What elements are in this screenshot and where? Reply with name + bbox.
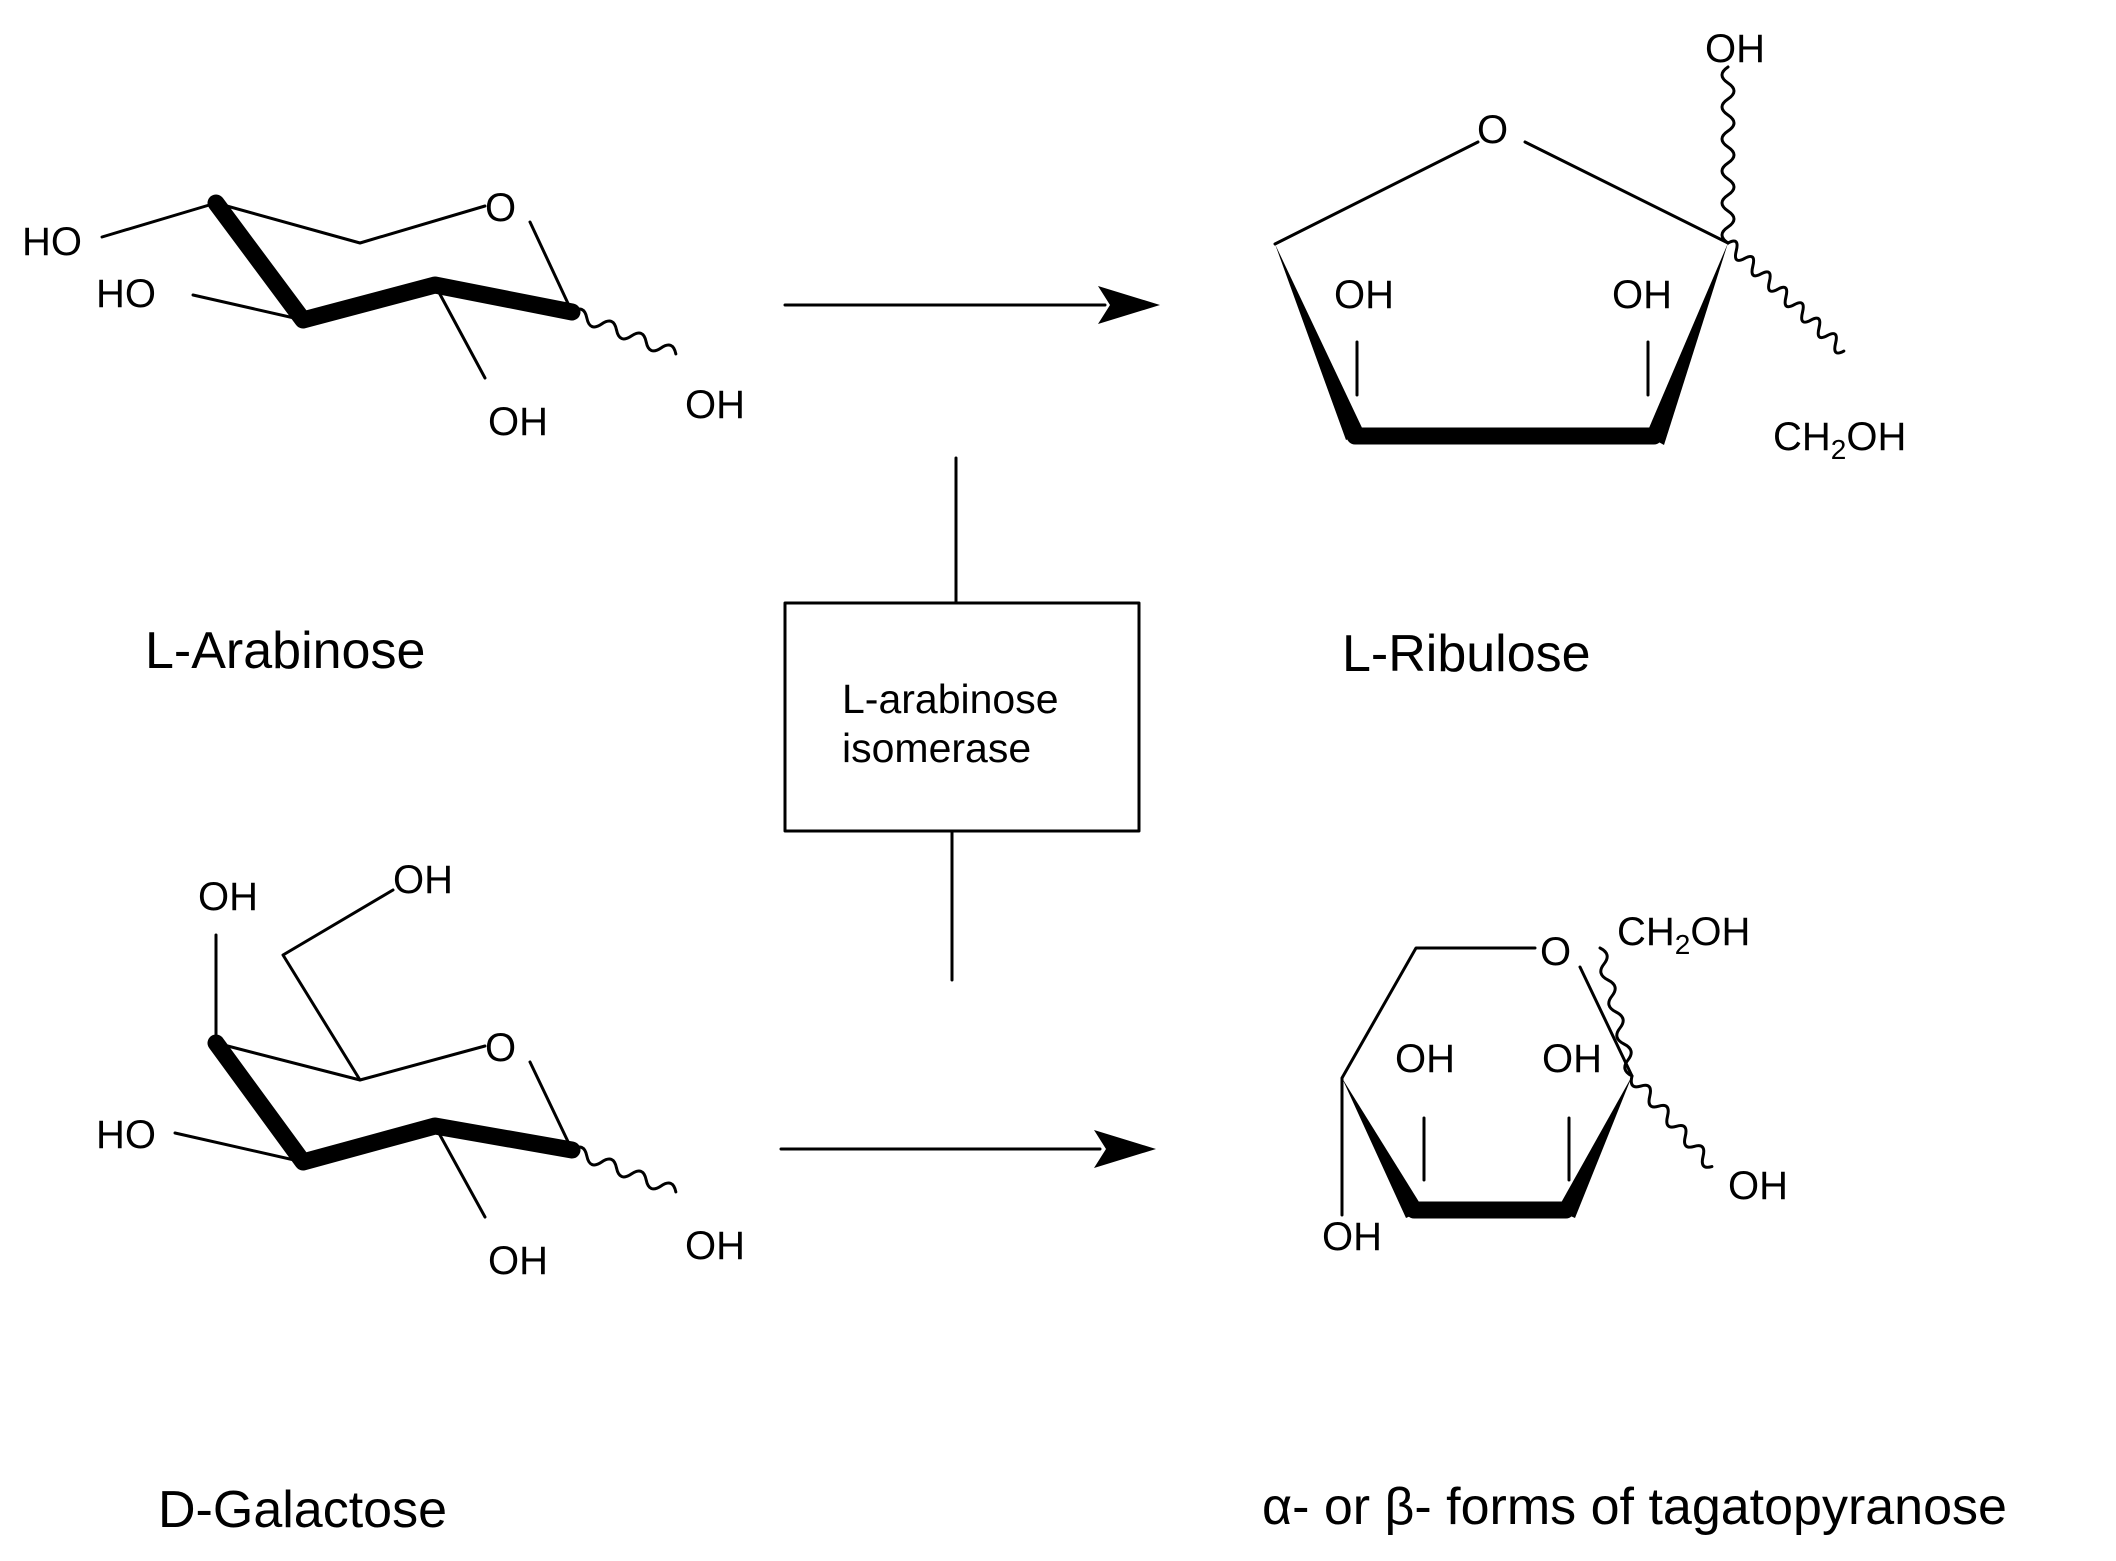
wavy-bond-oh bbox=[1720, 65, 1736, 245]
l-ribulose-structure: O OH OH OH CH2OH bbox=[1273, 27, 1906, 465]
wedge-bond-left bbox=[1342, 1078, 1424, 1218]
oh-label-c4: OH bbox=[1542, 1037, 1602, 1081]
d-galactose-structure: O OH OH HO OH OH bbox=[96, 858, 745, 1283]
oh-label-c6: OH bbox=[393, 858, 453, 902]
oh-label-top: OH bbox=[1705, 27, 1765, 71]
reaction-arrow-top bbox=[783, 286, 1160, 324]
tagatopyranose-structure: O CH2OH OH OH OH OH bbox=[1322, 910, 1788, 1259]
oh-label-anomeric: OH bbox=[685, 1224, 745, 1268]
product-name-2: α- or β- forms of tagatopyranose bbox=[1262, 1478, 2007, 1536]
ring-oxygen: O bbox=[1540, 930, 1571, 974]
wavy-bond-ch2oh bbox=[1726, 239, 1846, 355]
oh-label-anomeric: OH bbox=[685, 383, 745, 427]
oh-label-c4: OH bbox=[198, 875, 258, 919]
oh-label-right: OH bbox=[1612, 273, 1672, 317]
ho-label-c3: HO bbox=[96, 1113, 156, 1157]
ring-oxygen: O bbox=[1477, 108, 1508, 152]
wedge-bond-right bbox=[1557, 1076, 1632, 1218]
wavy-bond-ch2oh bbox=[1598, 946, 1634, 1078]
enzyme-box bbox=[783, 456, 1141, 982]
oh-label-c2: OH bbox=[488, 1239, 548, 1283]
oh-label-anomeric: OH bbox=[1728, 1164, 1788, 1208]
anomeric-wavy-bond bbox=[570, 1145, 678, 1194]
substrate-name-1: L-Arabinose bbox=[145, 622, 425, 680]
ring-oxygen: O bbox=[485, 1026, 516, 1070]
wedge-bond-left bbox=[1275, 244, 1364, 440]
product-name-1: L-Ribulose bbox=[1342, 625, 1591, 683]
enzyme-label-line1: L-arabinose bbox=[842, 676, 1059, 722]
ch2oh-label: CH2OH bbox=[1617, 910, 1750, 960]
wavy-bond-oh bbox=[1629, 1074, 1714, 1169]
substrate-name-2: D-Galactose bbox=[158, 1481, 447, 1539]
anomeric-wavy-bond bbox=[570, 307, 678, 356]
oh-label-bottom: OH bbox=[488, 400, 548, 444]
oh-label-c3: OH bbox=[1395, 1037, 1455, 1081]
oh-label-c5: OH bbox=[1322, 1215, 1382, 1259]
ch2oh-label: CH2OH bbox=[1773, 415, 1906, 465]
wedge-bond-right bbox=[1646, 243, 1728, 445]
ho-label-top: HO bbox=[22, 220, 82, 264]
reaction-arrow-bottom bbox=[779, 1130, 1156, 1168]
enzyme-label-line2: isomerase bbox=[842, 725, 1031, 771]
l-arabinose-structure: O HO HO OH OH bbox=[22, 186, 745, 444]
oh-label-left: OH bbox=[1334, 273, 1394, 317]
ring-oxygen: O bbox=[485, 186, 516, 230]
ho-label-middle: HO bbox=[96, 272, 156, 316]
